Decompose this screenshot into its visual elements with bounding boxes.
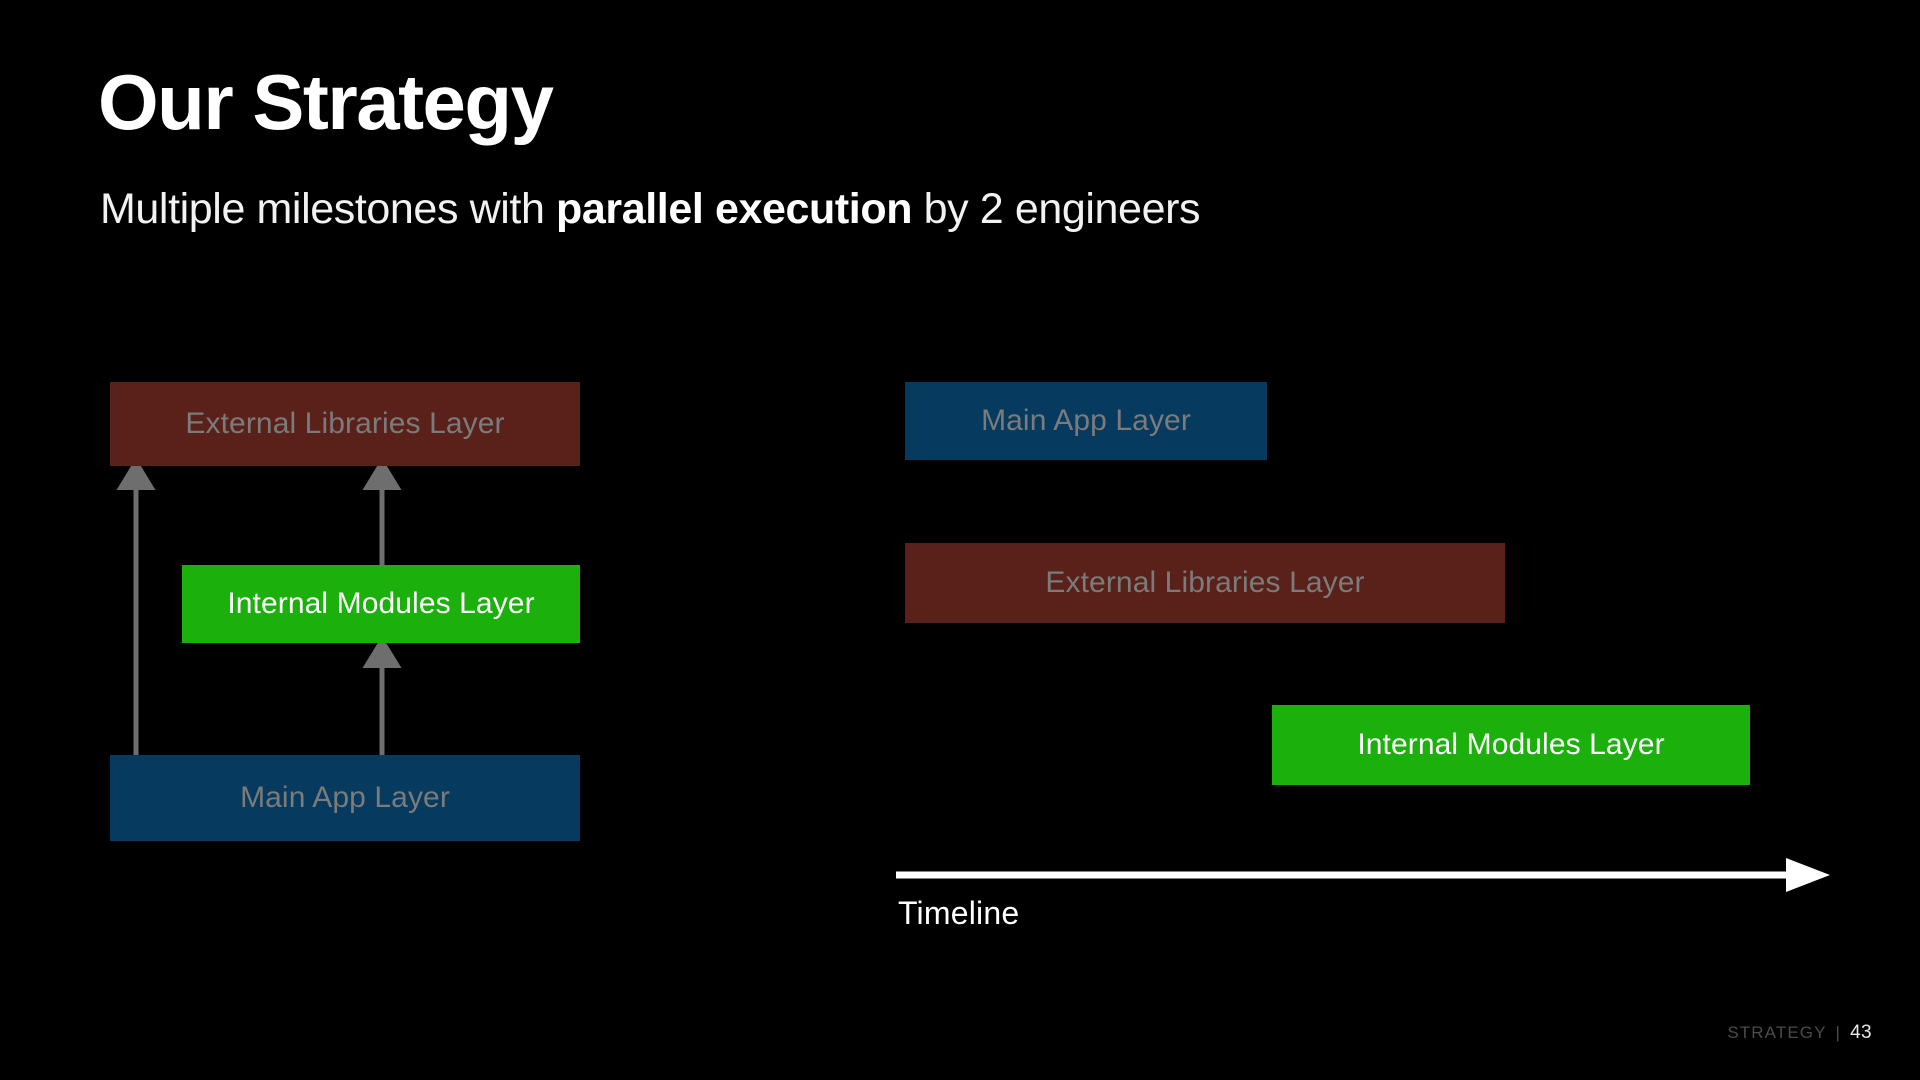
left-box-main-app-layer[interactable]: Main App Layer: [110, 755, 580, 841]
left-box-internal-modules-label: Internal Modules Layer: [227, 587, 535, 620]
right-box-main-app-label: Main App Layer: [981, 404, 1191, 437]
footer-section-name: STRATEGY: [1727, 1023, 1827, 1042]
left-box-external-libraries-layer[interactable]: External Libraries Layer: [110, 382, 580, 466]
left-box-external-libraries-label: External Libraries Layer: [185, 407, 505, 440]
subtitle-text-before: Multiple milestones with: [100, 185, 557, 233]
footer-separator: |: [1835, 1023, 1842, 1042]
right-box-external-libraries-layer[interactable]: External Libraries Layer: [905, 543, 1505, 623]
subtitle-emphasis: parallel execution: [556, 185, 913, 233]
timeline-arrow: [896, 858, 1830, 892]
left-box-main-app-label: Main App Layer: [240, 781, 450, 814]
subtitle-text-after: by 2 engineers: [912, 185, 1201, 233]
page-subtitle: Multiple milestones with parallel execut…: [100, 185, 1201, 233]
timeline-label: Timeline: [898, 895, 1020, 931]
right-box-external-libraries-label: External Libraries Layer: [1045, 566, 1365, 599]
timeline-arrowhead-icon: [1786, 858, 1830, 892]
slide-footer: STRATEGY | 43: [1727, 1022, 1872, 1044]
footer-page-number: 43: [1850, 1022, 1872, 1043]
right-box-internal-modules-label: Internal Modules Layer: [1357, 728, 1665, 761]
right-box-main-app-layer[interactable]: Main App Layer: [905, 382, 1267, 460]
right-box-internal-modules-layer[interactable]: Internal Modules Layer: [1272, 705, 1750, 785]
page-title: Our Strategy: [98, 58, 554, 146]
left-box-internal-modules-layer[interactable]: Internal Modules Layer: [182, 565, 580, 643]
